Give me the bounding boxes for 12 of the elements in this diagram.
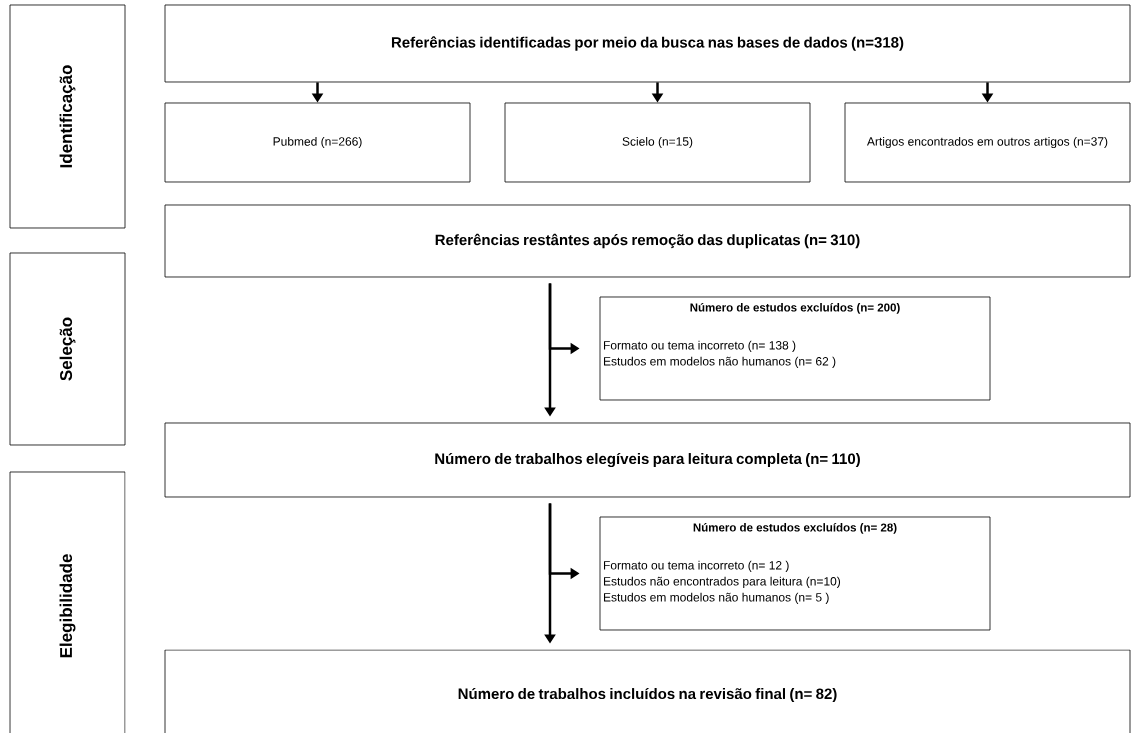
stage-box: Elegibilidade <box>9 471 126 733</box>
process-box: Referências restântes após remoção das duplicatas (n= 310) <box>164 204 1131 278</box>
process-box: Referências identificadas por meio da busca nas bases de dados (n=318) <box>164 4 1131 83</box>
stage-box: Seleção <box>9 252 126 446</box>
process-box: Número de trabalhos elegíveis para leitura completa (n= 110) <box>164 422 1131 498</box>
source-box: Pubmed (n=266) <box>164 102 471 183</box>
source-box: Scielo (n=15) <box>504 102 811 183</box>
exclusion-box: Número de estudos excluídos (n= 28) Formato ou tema incorreto (n= 12 ) Estudos não encontrados para leitura (n=10) Estudos em modelos não humanos (n= 5 ) <box>599 516 991 631</box>
stage-box: Identificação <box>9 4 126 229</box>
source-box: Artigos encontrados em outros artigos (n=37) <box>844 102 1131 183</box>
process-box: Número de trabalhos incluídos na revisão final (n= 82) <box>164 649 1131 733</box>
exclusion-box: Número de estudos excluídos (n= 200) Formato ou tema incorreto (n= 138 ) Estudos em modelos não humanos (n= 62 ) <box>599 296 991 401</box>
